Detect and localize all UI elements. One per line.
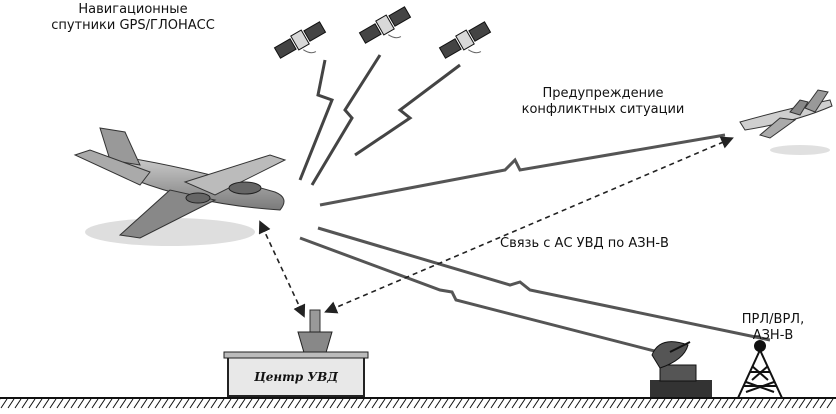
aircraft-icon xyxy=(739,89,833,155)
ground-line xyxy=(0,397,836,409)
datalink-label: Связь с АС УВД по АЗН-В xyxy=(500,236,669,251)
aircraft-icon xyxy=(73,127,287,246)
satellite-signal-links xyxy=(298,54,461,186)
satellites-label: Навигационные спутники GPS/ГЛОНАСС xyxy=(18,2,248,34)
radar-dish-icon xyxy=(650,341,712,398)
atc-building-icon xyxy=(223,309,369,397)
satellite-icon xyxy=(438,21,492,59)
conflict-dashed-arrow xyxy=(324,136,734,314)
radar-label: ПРЛ/ВРЛ, АЗН-В xyxy=(718,312,828,344)
atc-center-label: Центр УВД xyxy=(254,370,338,384)
radio-tower-icon xyxy=(737,340,783,399)
aircraft-center-dashed-arrow xyxy=(258,220,306,318)
satellite-icon xyxy=(358,6,412,44)
radar-label-line2: АЗН-В xyxy=(752,328,794,343)
conflict-label-line2: конфликтных ситуации xyxy=(521,102,685,117)
conflict-warning-label: Предупреждение конфликтных ситуации xyxy=(478,86,728,118)
conflict-label-line1: Предупреждение xyxy=(542,86,664,101)
radar-label-line1: ПРЛ/ВРЛ, xyxy=(741,312,805,327)
satellites-label-line2: спутники GPS/ГЛОНАСС xyxy=(51,18,215,33)
satellites-label-line1: Навигационные xyxy=(78,2,188,17)
satellite-icon xyxy=(273,21,327,59)
